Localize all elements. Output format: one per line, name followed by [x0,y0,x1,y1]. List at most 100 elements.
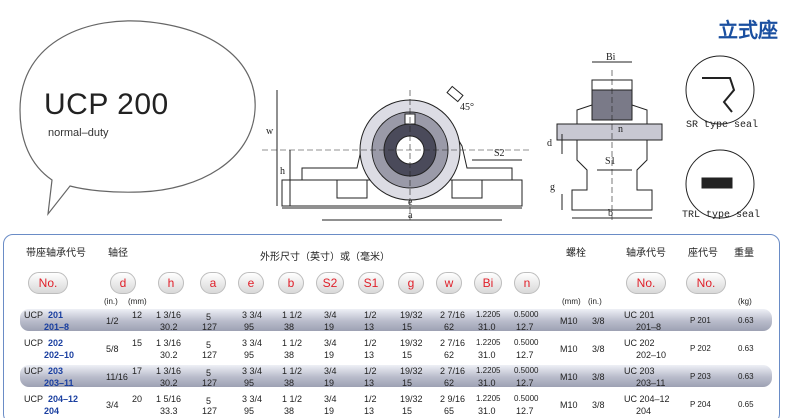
row-bearing: UC 202 [624,338,655,348]
row-g-mm: 15 [402,322,413,332]
row-w-in: 2 7/16 [440,338,466,348]
row-w-mm: 62 [444,322,455,332]
row-w-mm: 62 [444,378,455,388]
model-title: UCP 200 [44,88,169,121]
row-a-mm: 127 [202,350,218,360]
header-housing-no: 座代号 [688,248,718,259]
row-n-mm: 12.7 [516,322,534,332]
row-bearing: UC 204–12 [624,394,670,404]
svg-text:S2: S2 [494,148,505,159]
row-bi-in: 1.2205 [476,310,501,319]
col-badge-housing-no: No. [686,272,726,294]
row-variant: 202–10 [44,350,75,360]
row-prefix: UCP [24,366,44,376]
col-badge-b: b [278,272,304,294]
row-h-mm: 30.2 [160,378,178,388]
row-s2-mm: 19 [324,378,335,388]
row-g-mm: 15 [402,406,413,416]
row-d-mm: 17 [132,366,143,376]
row-g-in: 19/32 [400,310,423,320]
row-s2-in: 3/4 [324,338,337,348]
row-d-in: 1/2 [106,316,119,326]
seal-trl-label: TRL type seal [682,210,761,221]
row-h-mm: 30.2 [160,322,178,332]
row-model: 202 [48,338,64,348]
header-shaft: 轴径 [108,248,128,259]
row-bearing: UC 201 [624,310,655,320]
col-badge-s2: S2 [316,272,344,294]
row-weight: 0.63 [738,316,754,325]
row-s1-mm: 13 [364,350,375,360]
row-bolt-in: 3/8 [592,344,605,354]
svg-text:a: a [408,210,413,221]
svg-text:h: h [280,166,285,177]
row-b-in: 1 1/2 [282,338,303,348]
side-view [556,61,663,220]
row-d-in: 11/16 [106,372,128,382]
row-bi-in: 1.2205 [476,366,501,375]
row-prefix: UCP [24,310,44,320]
row-e-in: 3 3/4 [242,338,263,348]
header-bolt: 螺栓 [566,248,586,259]
row-h-in: 1 3/16 [156,338,182,348]
unit-kg: (kg) [738,297,752,306]
row-weight: 0.65 [738,400,754,409]
row-s1-in: 1/2 [364,310,377,320]
row-e-mm: 95 [244,406,255,416]
header-bearing-unit: 带座轴承代号 [26,248,86,259]
row-n-in: 0.5000 [514,310,539,319]
row-bolt-in: 3/8 [592,316,605,326]
svg-text:g: g [550,182,555,193]
row-b-in: 1 1/2 [282,366,303,376]
row-bolt-in: 3/8 [592,372,605,382]
row-e-in: 3 3/4 [242,366,263,376]
row-bi-mm: 31.0 [478,378,496,388]
col-badge-bearing-no: No. [626,272,666,294]
row-n-mm: 12.7 [516,378,534,388]
row-n-in: 0.5000 [514,394,539,403]
col-badge-w: w [436,272,462,294]
seal-sr-label: SR type seal [686,120,759,131]
row-housing: P 202 [690,344,711,353]
col-badge-bi: Bi [474,272,502,294]
row-housing: P 201 [690,316,711,325]
row-s1-in: 1/2 [364,394,377,404]
row-n-in: 0.5000 [514,338,539,347]
svg-text:n: n [618,124,623,135]
row-s1-mm: 13 [364,378,375,388]
row-housing: P 203 [690,372,711,381]
row-e-mm: 95 [244,378,255,388]
row-s2-in: 3/4 [324,366,337,376]
row-e-in: 3 3/4 [242,310,263,320]
row-d-mm: 12 [132,310,143,320]
row-w-mm: 62 [444,350,455,360]
row-h-mm: 33.3 [160,406,178,416]
row-a-in: 5 [206,368,212,378]
row-d-mm: 20 [132,394,143,404]
svg-text:45°: 45° [460,102,474,113]
seal-details [685,55,755,219]
row-b-in: 1 1/2 [282,310,303,320]
row-s1-mm: 13 [364,322,375,332]
row-s1-in: 1/2 [364,338,377,348]
row-weight: 0.63 [738,344,754,353]
row-h-in: 1 3/16 [156,310,182,320]
row-model: 203 [48,366,64,376]
row-h-in: 1 3/16 [156,366,182,376]
header-bearing-no: 轴承代号 [626,248,666,259]
col-badge-h: h [158,272,184,294]
row-s1-in: 1/2 [364,366,377,376]
row-bolt-in: 3/8 [592,400,605,410]
row-bi-mm: 31.0 [478,322,496,332]
svg-text:Bi: Bi [606,52,616,63]
row-a-in: 5 [206,396,212,406]
row-variant: 203–11 [44,378,74,388]
col-badge-a: a [200,272,226,294]
row-bolt-mm: M10 [560,344,578,354]
svg-text:e: e [408,197,413,208]
row-model: 201 [48,310,64,320]
col-badge-e: e [238,272,264,294]
svg-text:S1: S1 [605,156,616,167]
row-h-mm: 30.2 [160,350,178,360]
row-g-in: 19/32 [400,338,423,348]
